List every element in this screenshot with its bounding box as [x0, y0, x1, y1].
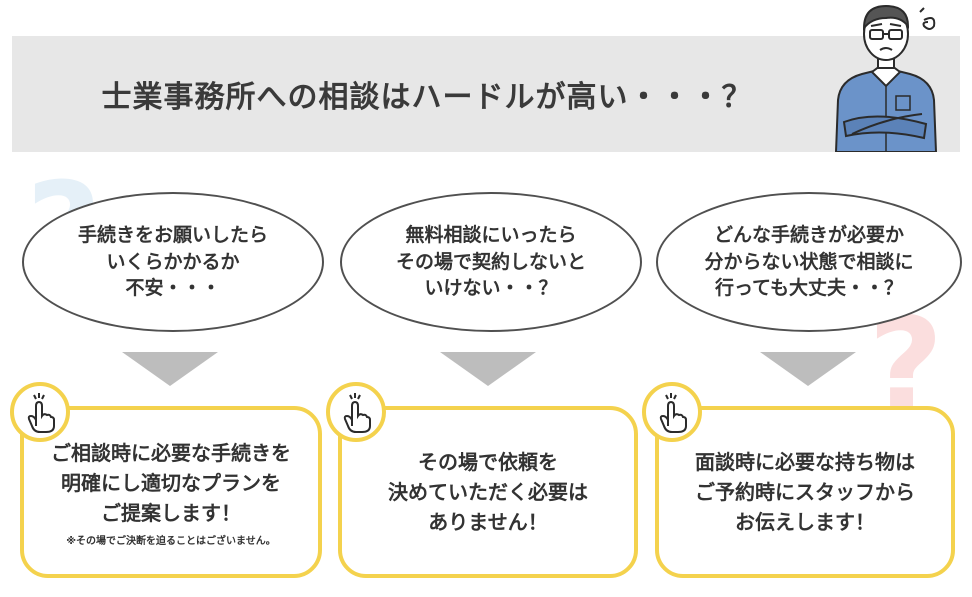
concern-bubble: 無料相談にいったら その場で契約しないと いけない・・？ [340, 192, 642, 332]
answer-card: 面談時に必要な持ち物は ご予約時にスタッフから お伝えします！ [655, 406, 955, 578]
worried-man-icon [834, 4, 938, 152]
answer-card: その場で依頼を 決めていただく必要は ありません！ [338, 406, 638, 578]
answer-line: その場で依頼を [418, 450, 558, 474]
answer-line: ご予約時にスタッフから [695, 480, 915, 504]
answer-line: お伝えします！ [735, 510, 875, 534]
down-arrow-icon [760, 352, 856, 386]
answer-note: ※その場でご決断を迫ることはございません。 [66, 535, 276, 547]
concern-line: 行っても大丈夫・・？ [714, 277, 904, 300]
concern-line: いけない・・？ [424, 277, 558, 300]
answer-card: ご相談時に必要な手続きを 明確にし適切なプランを ご提案します！ ※その場でご決… [20, 406, 322, 578]
down-arrow-icon [440, 352, 536, 386]
answer-line: ありません！ [428, 510, 548, 534]
concern-line: 分からない状態で相談に [704, 250, 914, 273]
concern-bubble: 手続きをお願いしたら いくらかかるか 不安・・・ [22, 192, 324, 332]
answer-line: 面談時に必要な持ち物は [695, 450, 915, 474]
pointing-finger-icon [642, 382, 702, 442]
header-banner: 士業事務所への相談はハードルが高い・・・？ [12, 36, 960, 152]
down-arrow-icon [122, 352, 218, 386]
pointing-finger-icon [10, 382, 70, 442]
concern-line: 無料相談にいったら [405, 223, 577, 246]
page-title: 士業事務所への相談はハードルが高い・・・？ [101, 80, 753, 115]
concern-bubble: どんな手続きが必要か 分からない状態で相談に 行っても大丈夫・・？ [656, 192, 962, 332]
concern-line: いくらかかるか [106, 250, 240, 273]
answer-line: 明確にし適切なプランを [61, 470, 281, 495]
answer-line: ご提案します！ [101, 500, 241, 525]
concern-line: 不安・・・ [125, 277, 221, 300]
answer-line: ご相談時に必要な手続きを [51, 440, 291, 465]
concern-line: どんな手続きが必要か [713, 223, 904, 246]
pointing-finger-icon [326, 382, 386, 442]
concern-line: 手続きをお願いしたら [77, 223, 268, 246]
answer-line: 決めていただく必要は [388, 480, 588, 504]
concern-line: その場で契約しないと [395, 250, 586, 273]
